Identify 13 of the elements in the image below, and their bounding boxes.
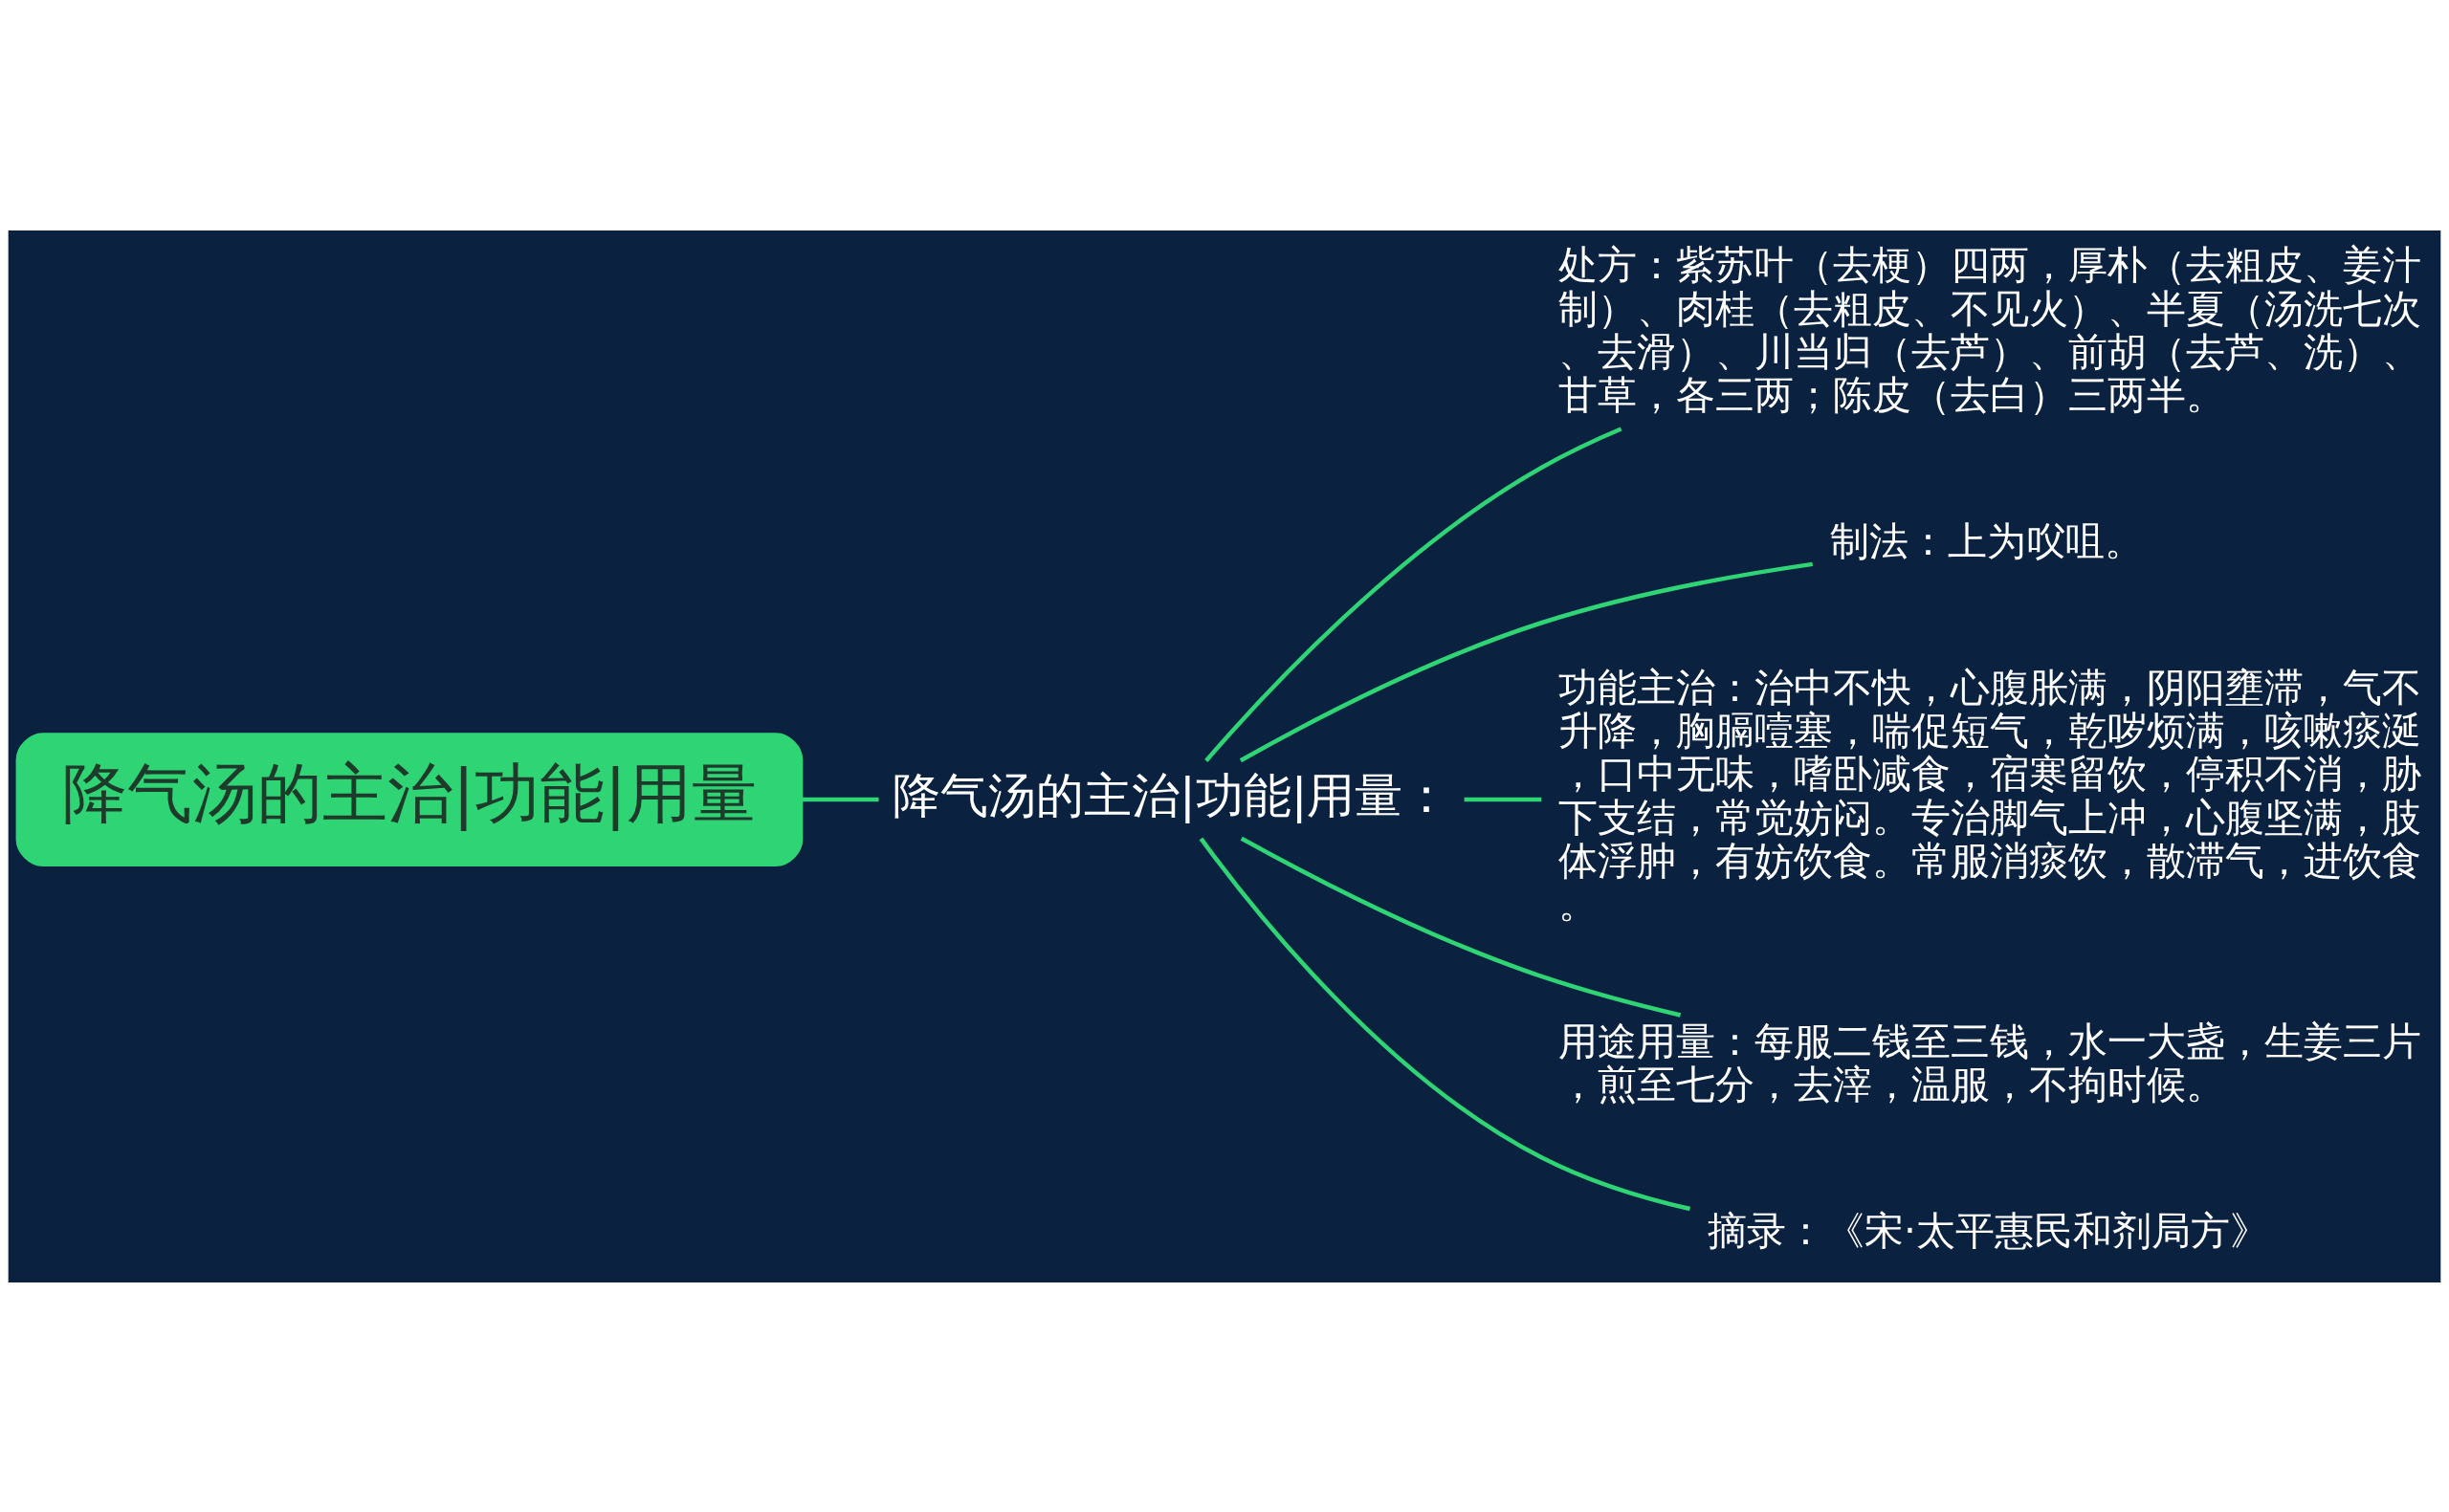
node-text: 降气汤的主治|功能|用量： (893, 767, 1451, 823)
node-text: 功能主治：治中不快，心腹胀满，阴阳壅滞，气不升降，胸膈噎塞，喘促短气，乾哕烦满，咳嗽痰涎，口中无味，嗜卧减食，宿寒留饮，停积不消，胁下支结，常觉妨闷。专治脚气上冲，心腹坚满，肢体浮肿，有妨饮食。常服消痰饮，散滞气，进饮食。 (1558, 664, 2422, 927)
node-text: 制法：上为㕮咀。 (1830, 517, 2145, 564)
node-text: 摘录：《宋·太平惠民和剂局方》 (1707, 1207, 2269, 1254)
connector (1199, 836, 1691, 1211)
connector (1239, 561, 1814, 762)
connector (1464, 797, 1542, 801)
connector (1204, 426, 1622, 762)
connector (1240, 836, 1682, 1018)
node-box: 降气汤的主治|功能|用量 (15, 732, 804, 866)
node-text: 处方：紫苏叶（去梗）四两，厚朴（去粗皮、姜汁制）、肉桂（去粗皮、不见火）、半夏（汤洗七次、去滑）、川当归（去芦）、前胡（去芦、洗）、甘草，各三两；陈皮（去白）三两半。 (1558, 241, 2422, 418)
node-text: 用途用量：每服二钱至三钱，水一大盏，生姜三片，煎至七分，去滓，温服，不拘时候。 (1558, 1018, 2422, 1107)
connector (802, 797, 879, 801)
